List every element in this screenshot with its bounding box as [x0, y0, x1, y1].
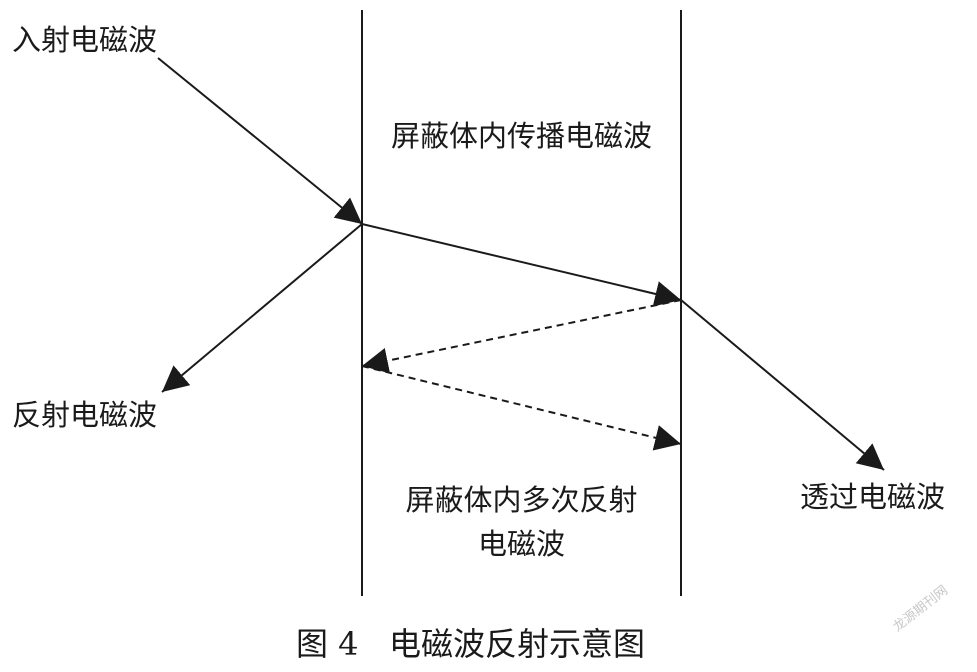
incident-wave-arrow — [157, 57, 363, 225]
incident-wave-label: 入射电磁波 — [12, 23, 158, 57]
internal-reflection-forward-arrow — [361, 365, 682, 451]
multi-reflection-label-line2: 电磁波 — [477, 527, 565, 561]
internal-reflection-back-arrow — [361, 299, 682, 374]
transmitted-wave-label: 透过电磁波 — [800, 480, 946, 514]
reflected-wave-arrow — [161, 223, 363, 393]
reflected-wave-label: 反射电磁波 — [12, 398, 158, 432]
internal-propagation-label: 屏蔽体内传播电磁波 — [390, 119, 652, 153]
multi-reflection-label-line1: 屏蔽体内多次反射 — [405, 483, 638, 517]
internal-propagation-arrow — [361, 223, 682, 307]
figure-caption: 图 4 电磁波反射示意图 — [296, 625, 646, 663]
transmitted-wave-arrow — [680, 299, 885, 471]
